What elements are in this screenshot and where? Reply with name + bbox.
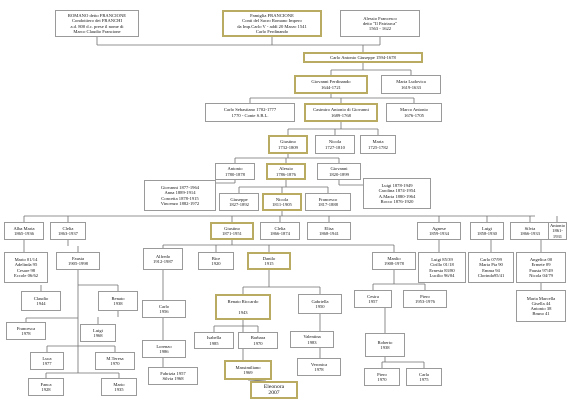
person-box: Alessio Francesco detto "Il Patriarca" 1… bbox=[340, 10, 420, 37]
person-box: Veronica 1978 bbox=[297, 358, 341, 376]
connector-line bbox=[247, 379, 267, 382]
person-box: Manlio 1908-1978 bbox=[372, 252, 416, 270]
person-box: M.Teresa 1970 bbox=[95, 352, 135, 370]
person-box: Bice 1920 bbox=[198, 252, 234, 270]
person-box: Silvia 1866-1933 bbox=[510, 222, 550, 240]
person-box: Luca 1977 bbox=[30, 352, 64, 370]
person-box: Luigi 1858-1930 bbox=[470, 222, 504, 240]
person-box: Valentina 1983 bbox=[290, 331, 334, 348]
person-box: Antonio 1861-1931 bbox=[548, 222, 567, 240]
person-box: Clelia 1863-1937 bbox=[50, 222, 86, 240]
person-box: Antonio 1780-1878 bbox=[215, 163, 255, 180]
person-box: Giuseppe 1827-1892 bbox=[219, 193, 259, 211]
person-box: Famiglia FRANCIONE Conti del Sacro Roman… bbox=[222, 10, 322, 37]
person-box: Carlo 07/99 Maria Pia 90 Emma 94 Clorind… bbox=[468, 252, 514, 283]
person-box: Luigi 1968 bbox=[80, 324, 116, 342]
person-box: Fanca 1928 bbox=[28, 378, 64, 396]
person-box: Nicola 1811-1905 bbox=[262, 193, 302, 211]
person-box: Casimiro Antonio di Giovanni 1689-1768 bbox=[304, 103, 378, 122]
person-box: Eleonora 2007 bbox=[250, 381, 298, 399]
person-box: Agnese 1859-1934 bbox=[417, 222, 461, 240]
person-box: Claudio 1944 bbox=[21, 291, 61, 311]
person-box: Giovanni 1820-1899 bbox=[317, 163, 361, 180]
person-box: Clelia 1866-1874 bbox=[260, 222, 300, 240]
person-box: Piero 1970 bbox=[364, 368, 400, 386]
person-box: Francesca 1978 bbox=[6, 322, 46, 340]
person-box: Maria Marcella Gisella 44 Antonio 38 Bru… bbox=[516, 290, 566, 322]
person-box: ROMANO detto FRANCIONE Condottiero dei F… bbox=[55, 10, 139, 37]
person-box: Alba Maria 1865-1936 bbox=[4, 222, 44, 240]
person-box: Isabella 1985 bbox=[194, 332, 234, 349]
person-box: Marco Antonio 1676-1705 bbox=[386, 103, 442, 122]
person-box: Maria 1725-1782 bbox=[360, 135, 396, 154]
person-box: Angelica 00 Ermete 09 Fausta 97/49 Nicol… bbox=[516, 252, 566, 283]
person-box: Carla 1975 bbox=[406, 368, 442, 386]
person-box: Maria Ludovica 1619-1633 bbox=[381, 75, 441, 94]
person-box: Luigi 1878-1949 Carolina 1874-1954 A.Mar… bbox=[363, 178, 431, 209]
person-box: Renato 1938 bbox=[98, 291, 138, 311]
person-box: Giustino 1871-1951 bbox=[210, 222, 254, 240]
person-box: Giovanni Ferdinando 1644-1721 bbox=[294, 75, 368, 94]
person-box: Alessio 1786-1876 bbox=[266, 163, 306, 180]
person-box: Mario 1935 bbox=[101, 378, 137, 396]
person-box: Fausta 1905-1998 bbox=[56, 252, 100, 270]
person-box: Gabriella 1950 bbox=[298, 294, 342, 314]
person-box: Renato Riccardo 1943 bbox=[215, 294, 271, 320]
person-box: Alfredo 1912-1987 bbox=[143, 248, 183, 270]
person-box: Fabrizia 1957 Silvia 1968 bbox=[148, 367, 198, 385]
person-box: Francesco 1817-1888 bbox=[305, 193, 351, 211]
person-box: Barbara 1970 bbox=[238, 332, 278, 349]
person-box: Roberto 1938 bbox=[365, 333, 405, 357]
person-box: Carlo 1956 bbox=[142, 300, 186, 318]
person-box: Cesira 1957 bbox=[354, 290, 392, 308]
person-box: Mario 01/14 Adelinda 95 Cesare 98 Eccole… bbox=[4, 252, 48, 283]
person-box: Giustino 1732-1809 bbox=[268, 135, 308, 154]
person-box: Elisa 1868-1941 bbox=[307, 222, 351, 240]
person-box: Massimiliano 1969 bbox=[224, 360, 272, 380]
person-box: Giovanni 1877-1964 Anna 1889-1914 Concet… bbox=[144, 180, 216, 211]
person-box: Carlo Sebastiano 1702-1777 1770 - Conte … bbox=[205, 103, 295, 122]
person-box: Carlo Antonio Giuseppe 1594-1678 bbox=[303, 52, 423, 63]
person-box: Piero 1953-1976 bbox=[403, 290, 447, 308]
person-box: Danilo 1915 bbox=[247, 252, 291, 270]
person-box: Nicola 1727-1810 bbox=[315, 135, 355, 154]
person-box: Lorenzo 1986 bbox=[142, 340, 186, 358]
person-box: Luigi 85/39 Cirillo 01/18 Ernesta 83/80 … bbox=[418, 252, 466, 283]
